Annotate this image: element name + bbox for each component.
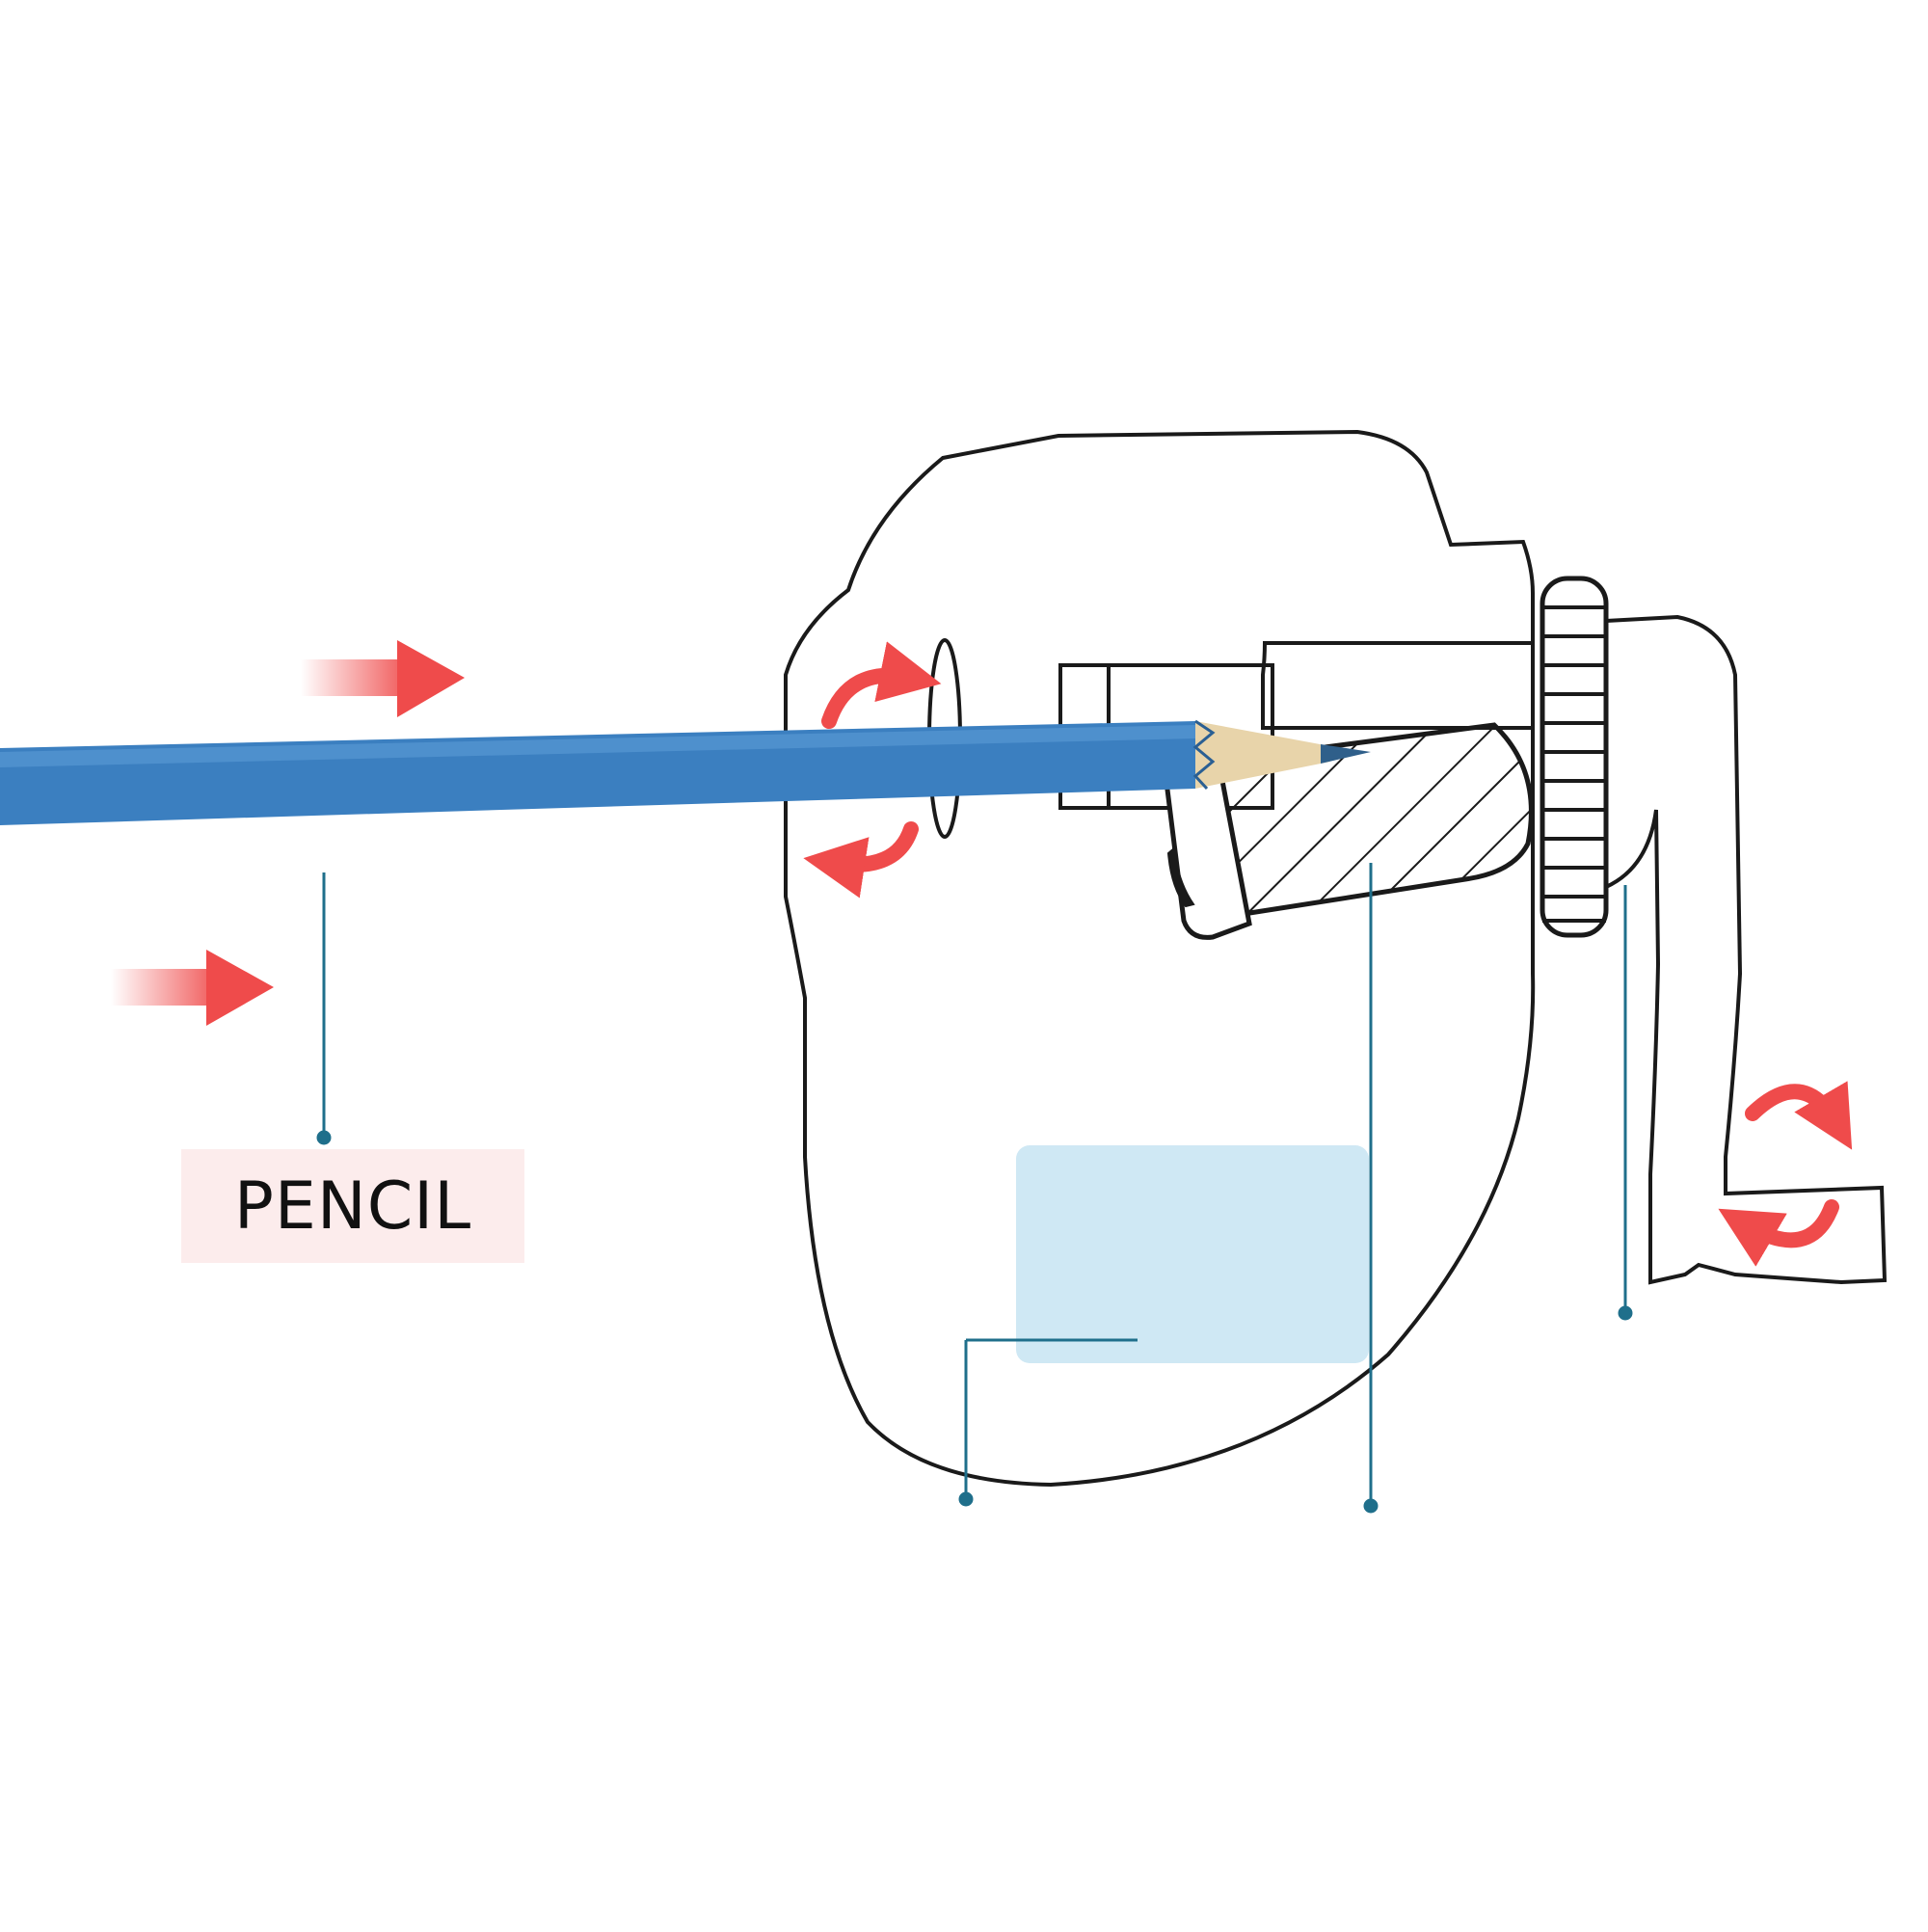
pencil-lead-point [1321,744,1371,764]
shavings-window [1016,1145,1369,1363]
gear-wheel [1540,576,1609,938]
pencil-body-highlight [0,725,1195,767]
gear-teeth [1542,605,1606,923]
leader-lines [316,863,1633,1514]
sharpener-body-outline [784,429,1536,1488]
pencil [0,719,1371,825]
pencil-label: PENCIL [181,1149,524,1263]
rotate-arrows-icon [803,641,942,899]
push-right-arrow-top [301,640,465,717]
upper-housing [1261,641,1535,730]
push-right-arrow-bottom [111,950,274,1026]
lever-grip [1166,846,1195,908]
crank-arm [1605,614,1888,1285]
pencil-label-text: PENCIL [233,1167,472,1245]
hatched-cutter [1212,722,1534,917]
crank-rotate-arrows-icon [1718,1081,1853,1267]
pencil-wood-tip [1195,721,1330,789]
pencil-paint-edge [1192,719,1216,791]
